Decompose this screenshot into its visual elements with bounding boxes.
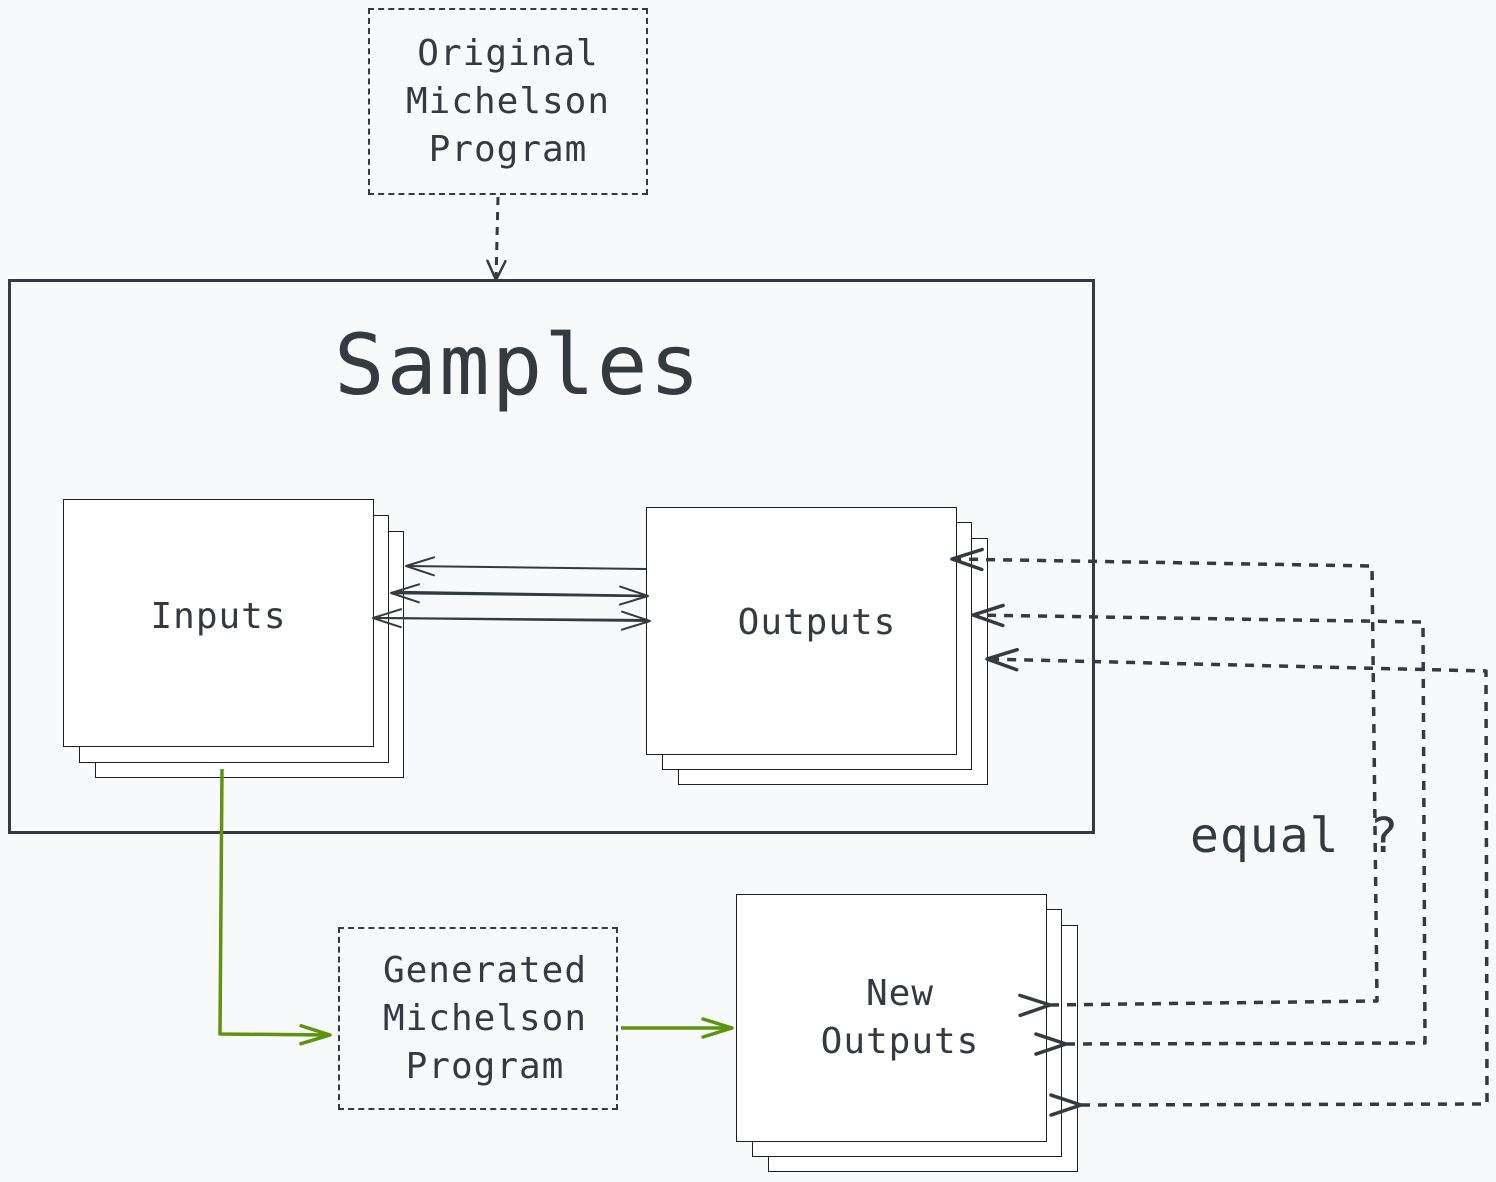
equal-annotation: equal ? xyxy=(1190,808,1400,864)
edge-original-to-samples xyxy=(486,196,507,282)
original-program-label: Original Michelson Program xyxy=(405,32,611,170)
inputs-label: Inputs xyxy=(150,596,287,637)
samples-frame[interactable] xyxy=(8,279,1095,834)
inputs-card-front xyxy=(63,499,374,747)
original-program-box[interactable] xyxy=(368,8,648,195)
generated-program-label: Generated Michelson Program xyxy=(382,950,588,1087)
generated-program-box[interactable] xyxy=(338,927,618,1110)
new-outputs-label: New Outputs xyxy=(820,973,980,1062)
outputs-label: Outputs xyxy=(737,602,897,643)
samples-title: Samples xyxy=(333,316,702,414)
outputs-card-front xyxy=(646,507,957,755)
